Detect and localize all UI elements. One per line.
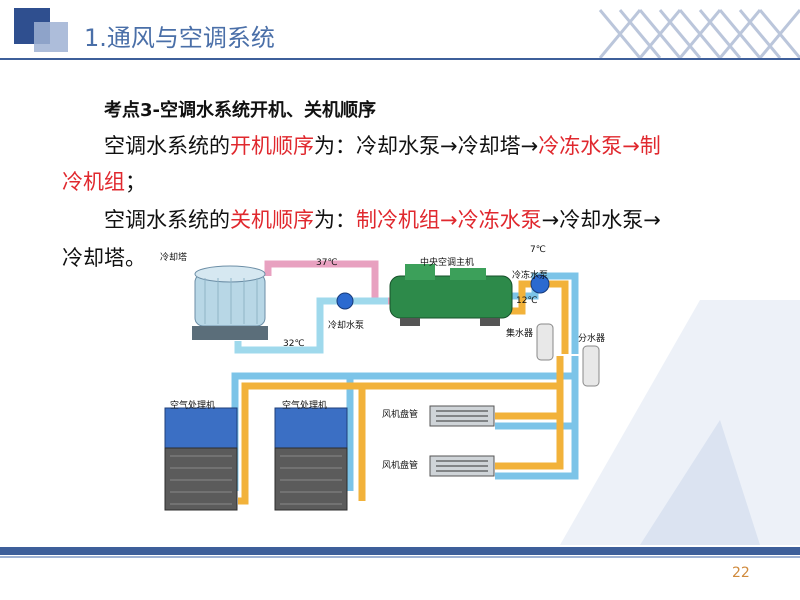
- startup-sequence: 为：冷却水泵→冷却塔→: [314, 134, 539, 158]
- cooling-tower: [192, 265, 268, 340]
- label-distributor: 分水器: [578, 334, 606, 344]
- shutdown-sequence-highlight: 制冷机组→冷冻水泵: [356, 208, 542, 232]
- shutdown-text: 空调水系统的: [104, 208, 230, 232]
- cooling-pump: [336, 292, 354, 310]
- label-fan-coil-1: 风机盘管: [382, 410, 419, 420]
- shutdown-line-2: 冷却塔。: [62, 242, 146, 272]
- startup-line-2: 冷机组；: [62, 166, 146, 196]
- label-ahu-2: 空气处理机: [282, 401, 328, 411]
- title-divider: [0, 58, 800, 60]
- page-number: 22: [732, 565, 750, 581]
- chilled-return-pipe: [510, 280, 569, 354]
- cooling-return-pipe: [234, 297, 342, 354]
- label-collector: 集水器: [506, 329, 534, 339]
- label-temp-12: 12℃: [516, 296, 538, 306]
- fan-coil-1: [429, 405, 495, 427]
- label-temp-32: 32℃: [283, 339, 305, 349]
- shutdown-keyword: 关机顺序: [230, 208, 314, 232]
- label-fan-coil-2: 风机盘管: [382, 461, 419, 471]
- footer-bar-thin: [0, 556, 800, 558]
- startup-text: 空调水系统的: [104, 134, 230, 158]
- slide-title: 1.通风与空调系统: [84, 24, 275, 52]
- shutdown-sequence: →冷却水泵→: [541, 208, 661, 232]
- label-temp-7: 7℃: [530, 245, 546, 255]
- chilled-pump: [530, 274, 550, 294]
- shutdown-line-1: 空调水系统的关机顺序为：制冷机组→冷冻水泵→冷却水泵→: [104, 204, 661, 234]
- supply-header-pipe: [231, 356, 579, 491]
- startup-sequence-highlight: 冷冻水泵→制: [538, 134, 661, 158]
- hot-cooling-pipe: [264, 260, 392, 305]
- startup-line-1: 空调水系统的开机顺序为：冷却水泵→冷却塔→冷冻水泵→制: [104, 130, 661, 160]
- label-temp-37: 37℃: [316, 258, 338, 268]
- label-cooling-tower: 冷却塔: [160, 253, 188, 263]
- footer-bar: [0, 547, 800, 555]
- distributor-tank: [582, 345, 600, 387]
- air-handler-2: [274, 407, 348, 511]
- shutdown-colon: 为：: [314, 208, 356, 232]
- section-heading: 考点3-空调水系统开机、关机顺序: [104, 100, 376, 121]
- startup-sequence-end: 冷机组: [62, 170, 125, 194]
- shutdown-sequence-end: 冷却塔。: [62, 246, 146, 270]
- title-square-light: [34, 22, 68, 52]
- fan-coil-2: [429, 455, 495, 477]
- startup-keyword: 开机顺序: [230, 134, 314, 158]
- collector-tank: [536, 323, 554, 361]
- label-chilled-pump: 冷冻水泵: [512, 271, 549, 281]
- label-chiller: 中央空调主机: [420, 258, 475, 268]
- label-cooling-pump: 冷却水泵: [328, 321, 365, 331]
- return-header-pipe: [238, 356, 564, 505]
- hvac-water-system-diagram: [164, 260, 600, 511]
- air-handler-1: [164, 407, 238, 511]
- central-chiller: [389, 264, 513, 326]
- startup-punct: ；: [125, 170, 146, 194]
- label-ahu-1: 空气处理机: [170, 401, 216, 411]
